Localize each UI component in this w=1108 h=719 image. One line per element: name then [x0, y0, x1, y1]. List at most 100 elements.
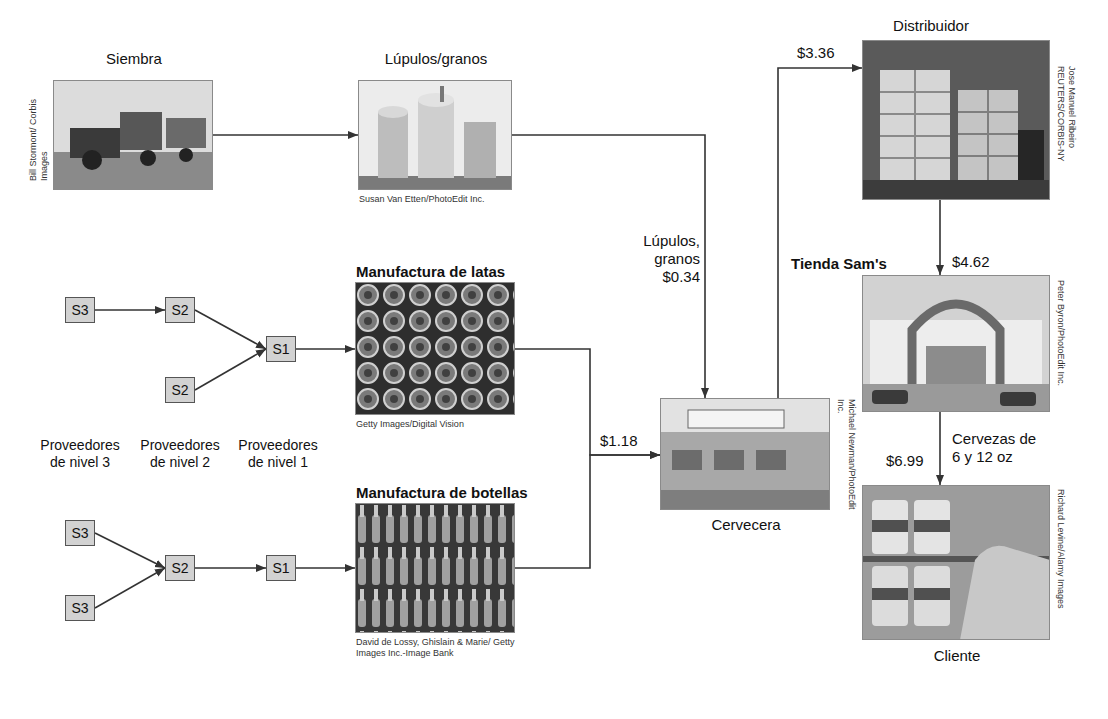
silo	[464, 122, 496, 178]
supplier-box: S3	[65, 297, 95, 323]
flow-arrow	[95, 309, 165, 311]
supplier-box: S2	[165, 297, 195, 323]
window	[672, 450, 702, 470]
price-label: $6.99	[884, 452, 926, 470]
stage-heading: Siembra	[106, 50, 162, 68]
elevator-tower	[440, 86, 444, 102]
silo	[378, 112, 408, 178]
photo-panel: Manufactura de latasGetty Images/Digital…	[355, 282, 515, 415]
can-band	[914, 588, 950, 600]
supplier-tier: S2	[171, 382, 188, 398]
supplier-tier: S3	[71, 302, 88, 318]
beer-can	[872, 566, 908, 626]
flow-arrow	[195, 567, 266, 569]
tier-label: Proveedores de nivel 1	[230, 437, 326, 471]
stage-heading: Cervecera	[711, 516, 780, 534]
product-note: Cervezas de 6 y 12 oz	[952, 430, 1042, 466]
photo-credit: Susan Van Etten/PhotoEdit Inc.	[359, 194, 513, 205]
photo-panel: Manufactura de botellasDavid de Lossy, G…	[355, 503, 515, 633]
customer-hand	[960, 546, 1050, 640]
flow-arrow	[939, 412, 941, 485]
flow-arrow	[939, 200, 941, 275]
photo-credit: Jose Manuel Ribeiro REUTERS/CORBIS-NY	[1055, 66, 1077, 176]
supplier-box: S1	[266, 336, 296, 362]
price-label: $1.18	[598, 432, 640, 450]
brewery-building	[660, 432, 830, 510]
can-band	[872, 520, 908, 532]
flow-arrow	[296, 348, 355, 350]
wheel	[179, 148, 193, 162]
case-lines	[958, 90, 1018, 180]
flow-arrow	[296, 567, 355, 569]
can-band	[914, 520, 950, 532]
price-label: $4.62	[950, 253, 992, 271]
price-label: Lúpulos, granos $0.34	[612, 232, 702, 286]
flow-arrow	[515, 455, 660, 568]
tier-label: Proveedores de nivel 2	[132, 437, 228, 471]
case-lines	[880, 70, 950, 180]
stage-heading: Cliente	[934, 647, 981, 665]
parking-lot	[862, 384, 1050, 412]
supplier-box: S3	[65, 520, 95, 546]
photo-credit: Michael Newman/PhotoEdit Inc.	[835, 399, 857, 511]
supplier-box: S2	[165, 555, 195, 581]
shelf-ground	[862, 485, 1050, 640]
flow-arrow	[512, 135, 705, 398]
supplier-tier: S1	[272, 560, 289, 576]
window	[714, 450, 744, 470]
tier-label: Proveedores de nivel 3	[32, 437, 128, 471]
price-label: $3.36	[795, 44, 837, 62]
silo-top	[418, 93, 454, 107]
flow-arrow	[195, 310, 266, 349]
silo-top	[378, 106, 408, 118]
supplier-tier: S3	[71, 600, 88, 616]
bottle-rows	[355, 503, 515, 633]
supplier-box: S2	[165, 377, 195, 403]
ground	[358, 176, 512, 190]
photo-panel: CerveceraMichael Newman/PhotoEdit Inc.	[660, 398, 830, 510]
supplier-tier: S1	[272, 341, 289, 357]
supplier-box: S3	[65, 595, 95, 621]
flow-arrow	[195, 349, 266, 390]
can-band	[872, 588, 908, 600]
beer-can	[914, 500, 950, 554]
can-rows	[355, 282, 515, 415]
flow-arrow	[515, 349, 660, 455]
stage-heading: Manufactura de botellas	[356, 484, 528, 502]
sky	[862, 275, 1050, 412]
wheel	[140, 150, 156, 166]
car	[872, 390, 908, 404]
stage-heading: Tienda Sam's	[791, 255, 887, 273]
bottle-photo-ground	[355, 503, 515, 633]
sky	[53, 80, 213, 190]
forklift	[1018, 130, 1044, 180]
photo-panel: Lúpulos/granosSusan Van Etten/PhotoEdit …	[358, 80, 512, 190]
supplier-tier: S2	[171, 302, 188, 318]
silo	[418, 100, 454, 178]
beer-can	[914, 566, 950, 626]
car	[1000, 392, 1036, 406]
pavement	[660, 490, 830, 510]
stage-heading: Lúpulos/granos	[385, 50, 488, 68]
photo-credit: Peter Byron/PhotoEdit Inc.	[1055, 280, 1066, 410]
floor	[862, 180, 1050, 200]
photo-credit: Bill Stormont/ Corbis Images	[28, 91, 50, 181]
store-arch	[912, 304, 1000, 384]
photo-credit: Richard Levine/Alamy Images	[1055, 489, 1066, 639]
flow-arrow	[95, 568, 165, 608]
sky	[358, 80, 512, 190]
photo-panel: SiembraBill Stormont/ Corbis Images	[53, 80, 213, 190]
photo-credit: David de Lossy, Ghislain & Marie/ Getty …	[356, 637, 531, 659]
can-photo-ground	[355, 282, 515, 415]
flow-arrow	[95, 533, 165, 568]
store-entrance	[926, 346, 986, 384]
warehouse	[862, 40, 1050, 200]
pallet-stack	[880, 70, 950, 180]
harvester-cab	[120, 112, 162, 150]
beer-can	[872, 500, 908, 554]
supplier-tier: S3	[71, 525, 88, 541]
